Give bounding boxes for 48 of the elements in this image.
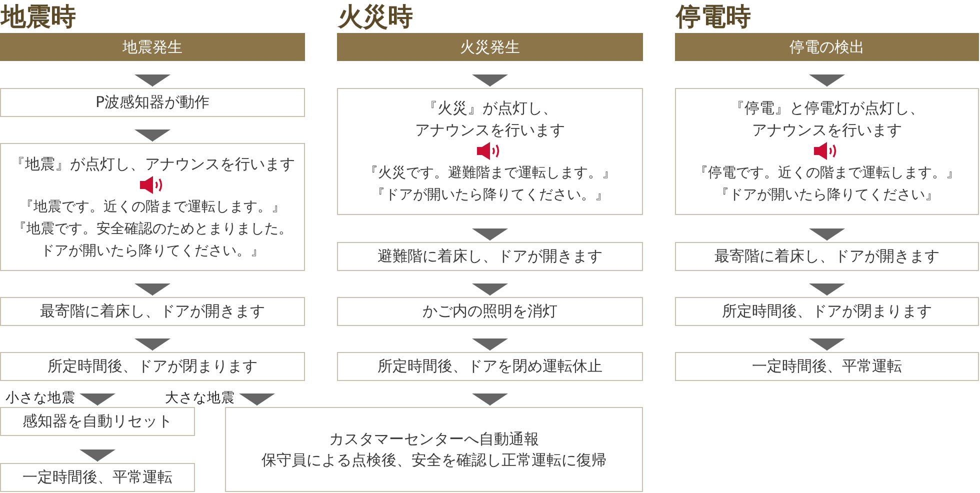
process-box — [675, 297, 979, 326]
start-banner — [675, 33, 979, 61]
announcement-box — [0, 143, 305, 271]
process-box — [0, 407, 195, 436]
step-text: 所定時間後、ドアが閉まります — [48, 356, 258, 377]
column-heading: 地震時 — [1, 2, 76, 32]
announcement-box — [337, 88, 643, 215]
announcement-text: 『停電です。近くの階まで運転します。』 — [694, 164, 960, 183]
announcement-text: 『地震です。安全確認のためとまりました。ドアが開いたら降りてください。』 — [12, 220, 294, 260]
banner-text: 停電の検出 — [790, 36, 864, 58]
step-text: 感知器を自動リセット — [22, 411, 172, 432]
step-text: 最寄階に着床し、ドアが開きます — [714, 246, 940, 267]
column-heading: 停電時 — [676, 2, 751, 32]
banner-text: 地震発生 — [122, 36, 182, 58]
announcement-box — [675, 88, 979, 215]
step-text: 一定時間後、平常運転 — [22, 467, 172, 488]
start-banner — [337, 33, 643, 61]
process-box — [675, 352, 979, 381]
step-text: P波感知器が動作 — [95, 92, 210, 113]
branch-label: 小さな地震 — [4, 390, 76, 406]
process-box — [0, 297, 305, 326]
step-text: 所定時間後、ドアを閉め運転休止 — [378, 356, 602, 377]
announcement-text: 『ドアが開いたら降りてください』 — [715, 186, 939, 205]
step-text: カスタマーセンターへ自動通報 — [329, 428, 539, 450]
column-heading: 火災時 — [338, 2, 413, 32]
branch-label: 大さな地震 — [164, 390, 236, 406]
process-box — [675, 242, 979, 271]
status-text: 『地震』が点灯し、アナウンスを行います — [10, 154, 295, 174]
announcement-text: 『ドアが開いたら降りてください。』 — [371, 186, 609, 205]
process-box — [0, 463, 195, 492]
status-text: 『停電』と停電灯が点灯し、アナウンスを行います — [728, 98, 926, 141]
announcement-text: 『火災です。避難階まで運転します。』 — [364, 164, 616, 183]
step-text: 一定時間後、平常運転 — [752, 356, 902, 377]
status-text: 『火災』が点灯し、アナウンスを行います — [414, 98, 566, 141]
banner-text: 火災発生 — [460, 36, 520, 58]
step-text: 保守員による点検後、安全を確認し正常運転に復帰 — [262, 450, 606, 470]
process-box — [0, 352, 305, 381]
step-text: 避難階に着床し、ドアが開きます — [378, 246, 602, 267]
process-box — [337, 297, 643, 326]
announcement-text: 『地震です。近くの階まで運転します。』 — [20, 198, 286, 216]
process-box — [0, 88, 305, 117]
step-text: 所定時間後、ドアが閉まります — [722, 301, 932, 322]
process-box — [337, 352, 643, 381]
process-box — [225, 407, 643, 492]
process-box — [337, 242, 643, 271]
step-text: 最寄階に着床し、ドアが開きます — [40, 301, 265, 322]
start-banner — [0, 33, 305, 61]
step-text: かご内の照明を消灯 — [422, 301, 558, 322]
